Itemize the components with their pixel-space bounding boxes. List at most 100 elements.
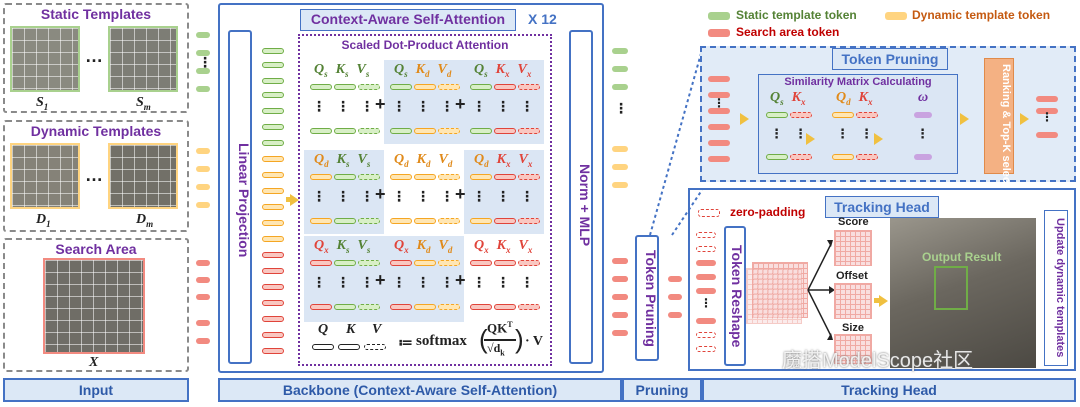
arrow-stem-into-sdpa xyxy=(286,197,291,202)
plus-sign: + xyxy=(375,94,386,114)
cell-ellipsis: ⋮ xyxy=(440,98,454,114)
qkv-subscript: s xyxy=(484,68,488,79)
similarity-column-label: ω xyxy=(918,90,929,105)
output-result-box xyxy=(934,266,968,310)
query-token xyxy=(390,218,412,224)
key-token xyxy=(494,84,516,90)
projected-token xyxy=(262,188,284,194)
value-token xyxy=(438,174,460,180)
value-token xyxy=(518,304,540,310)
projected-token xyxy=(262,48,284,54)
legend-static-text: Static template token xyxy=(736,8,857,22)
offset-label: Offset xyxy=(836,270,868,282)
pruning-input-token xyxy=(708,140,730,146)
qkv-subscript: x xyxy=(527,244,533,255)
zero-padding-swatch xyxy=(698,209,720,217)
legend-search-text: Search area token xyxy=(736,25,840,39)
value-token xyxy=(358,174,380,180)
projected-token xyxy=(262,316,284,322)
input-token-ellipsis: ⋮ xyxy=(198,54,212,70)
qkv-symbol: Q xyxy=(314,152,325,167)
projected-token xyxy=(262,62,284,68)
formula-v: V xyxy=(372,322,382,337)
cell-ellipsis: ⋮ xyxy=(336,274,350,290)
tracking-head-token xyxy=(696,318,716,324)
search-area-title: Search Area xyxy=(55,241,137,257)
bottom-tab-backbone: Backbone (Context-Aware Self-Attention) xyxy=(218,378,622,402)
pruning-connector-lines xyxy=(649,49,703,236)
similarity-token xyxy=(832,112,854,118)
output-ellipsis: ⋮ xyxy=(614,100,628,116)
bottom-tab-tracking-head: Tracking Head xyxy=(702,378,1076,402)
legend-dynamic-text: Dynamic template token xyxy=(912,8,1051,22)
value-token xyxy=(358,304,380,310)
similarity-arrow xyxy=(874,133,883,145)
qkv-symbol: K xyxy=(416,152,426,167)
cell-ellipsis: ⋮ xyxy=(440,188,454,204)
key-token xyxy=(494,128,516,134)
plus-sign: + xyxy=(375,184,386,204)
key-token xyxy=(414,174,436,180)
score-label: Score xyxy=(838,216,869,228)
formula-rest: · V xyxy=(525,334,544,349)
key-token xyxy=(494,174,516,180)
qkv-subscript: d xyxy=(425,244,431,255)
formula-fraction-bar xyxy=(484,339,516,341)
query-token xyxy=(310,218,332,224)
cell-ellipsis: ⋮ xyxy=(472,98,486,114)
qkv-subscript: s xyxy=(404,68,408,79)
search-output-token xyxy=(614,258,628,264)
input-token xyxy=(196,68,210,74)
projected-token xyxy=(262,124,284,130)
key-token xyxy=(494,304,516,310)
pruning-output-token xyxy=(1036,132,1058,138)
query-token xyxy=(310,84,332,90)
cell-ellipsis: ⋮ xyxy=(496,274,510,290)
static-template-image-1 xyxy=(10,26,80,92)
cell-ellipsis: ⋮ xyxy=(416,274,430,290)
value-token xyxy=(438,260,460,266)
feature-map-back xyxy=(746,268,802,324)
token-pruning-side-label: Token Pruning xyxy=(643,249,659,347)
qkv-symbol: K xyxy=(416,238,426,253)
qkv-subscript: s xyxy=(365,68,370,79)
label-dm: Dm xyxy=(136,212,154,229)
input-token xyxy=(196,166,210,172)
query-token xyxy=(470,218,492,224)
formula: Q K V ≔ softmax QKT √dk ( ) · V xyxy=(306,320,546,362)
qkv-symbol: K xyxy=(791,90,801,105)
similarity-token xyxy=(790,154,812,160)
tracking-head-token xyxy=(696,288,716,294)
token-pruning-title: Token Pruning xyxy=(841,51,939,67)
formula-numerator: QKT xyxy=(487,320,513,336)
token-pruning-side-box xyxy=(635,235,659,361)
value-token xyxy=(518,260,540,266)
qkv-subscript: s xyxy=(344,68,349,79)
similarity-token xyxy=(856,154,878,160)
key-token xyxy=(494,260,516,266)
update-box xyxy=(1044,210,1068,366)
input-token xyxy=(196,148,210,154)
qkv-subscript: d xyxy=(324,158,329,169)
value-token xyxy=(518,174,540,180)
query-token xyxy=(390,260,412,266)
norm-mlp-box xyxy=(569,30,593,364)
qkv-symbol: K xyxy=(858,90,868,105)
qkv-subscript: x xyxy=(404,244,409,255)
input-token xyxy=(196,184,210,190)
query-token xyxy=(390,304,412,310)
plus-sign: + xyxy=(455,270,466,290)
qkv-subscript: s xyxy=(366,244,371,255)
cell-ellipsis: ⋮ xyxy=(416,98,430,114)
ranking-label: Ranking & Top-K selection xyxy=(1000,64,1012,204)
pruning-input-ellipsis: ⋮ xyxy=(713,96,725,110)
qkv-symbol: V xyxy=(518,152,528,167)
projected-token xyxy=(262,268,284,274)
qkv-subscript: s xyxy=(345,158,350,169)
similarity-token xyxy=(856,112,878,118)
